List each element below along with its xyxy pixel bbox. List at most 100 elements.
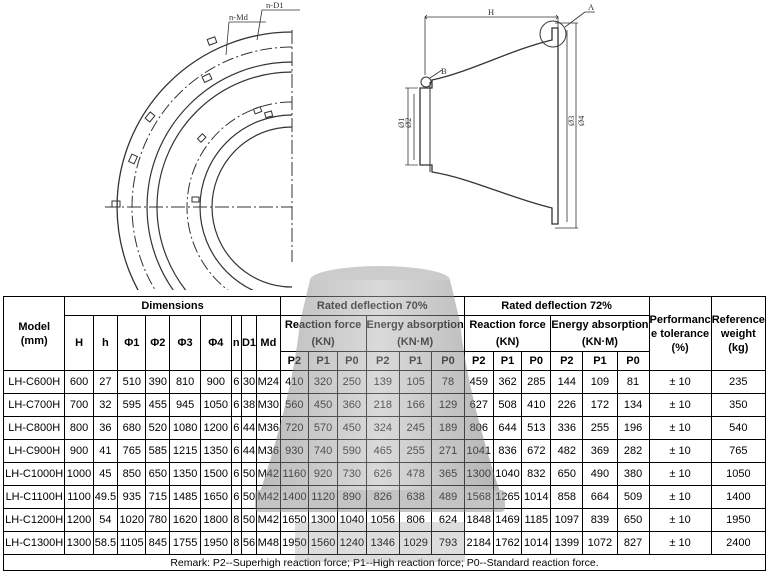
force-col-header: P0: [521, 351, 552, 371]
weight-cell: 540: [710, 416, 766, 440]
performance-tolerance-header: Performanc e tolerance (%): [648, 296, 712, 371]
model-cell: LH-C900H: [2, 439, 66, 463]
cell: 144: [550, 370, 584, 394]
cell: 1800: [199, 508, 232, 532]
model-header: Model (mm): [2, 296, 66, 371]
cell: 490: [582, 462, 618, 486]
cell: 54: [92, 508, 119, 532]
cell: 1050: [199, 393, 232, 417]
cell: 1350: [169, 462, 201, 486]
label-phi2: Ø2: [403, 118, 413, 128]
cell: 650: [616, 508, 650, 532]
cell: 1755: [169, 531, 201, 555]
cell: 1215: [169, 439, 201, 463]
tolerance-cell: ± 10: [648, 393, 712, 417]
model-cell: LH-C700H: [2, 393, 66, 417]
weight-cell: 765: [710, 439, 766, 463]
cell: 1072: [582, 531, 618, 555]
cell: 6: [230, 370, 242, 394]
cell: 482: [550, 439, 584, 463]
label-b: B: [441, 66, 447, 76]
model-cell: LH-C1000H: [2, 462, 66, 486]
cell: 41: [92, 439, 119, 463]
cell: 780: [145, 508, 171, 532]
weight-cell: 235: [710, 370, 766, 394]
cell: 1029: [398, 531, 433, 555]
cell: 900: [64, 439, 94, 463]
cell: 30: [240, 370, 258, 394]
cell: 1950: [199, 531, 232, 555]
dim-col-header: Φ4: [199, 315, 232, 371]
cell: 650: [145, 462, 171, 486]
energy-absorption-72-unit: (KN·M): [550, 333, 650, 352]
label-n-d1: n-D1: [266, 0, 283, 10]
force-col-header: P1: [582, 351, 618, 371]
cell: 1350: [199, 439, 232, 463]
model-cell: LH-C800H: [2, 416, 66, 440]
cell: 700: [64, 393, 94, 417]
cell: 255: [582, 416, 618, 440]
dim-col-header: Φ2: [145, 315, 171, 371]
cell: 6: [230, 439, 242, 463]
dim-col-header: n: [230, 315, 242, 371]
cell: 49.5: [92, 485, 119, 509]
model-cell: LH-C1300H: [2, 531, 66, 555]
cell: 1300: [64, 531, 94, 555]
cell: 336: [550, 416, 584, 440]
cell: 1185: [521, 508, 552, 532]
cell: 595: [117, 393, 147, 417]
cell: 1650: [199, 485, 232, 509]
model-cell: LH-C600H: [2, 370, 66, 394]
dim-col-header: Φ1: [117, 315, 147, 371]
cell: 1040: [492, 462, 523, 486]
cell: 58.5: [92, 531, 119, 555]
cell: 2184: [463, 531, 494, 555]
tolerance-cell: ± 10: [648, 416, 712, 440]
cell: 644: [492, 416, 523, 440]
dim-col-header: h: [92, 315, 119, 371]
cell: 1014: [521, 531, 552, 555]
cell: 455: [145, 393, 171, 417]
cell: 1097: [550, 508, 584, 532]
cell: 172: [582, 393, 618, 417]
cell: 850: [117, 462, 147, 486]
dim-col-header: Φ3: [169, 315, 201, 371]
cell: 520: [145, 416, 171, 440]
label-phi3: Ø3: [566, 116, 576, 126]
cell: 1014: [521, 485, 552, 509]
cell: 50: [240, 508, 258, 532]
cell: 32: [92, 393, 119, 417]
cell: 765: [117, 439, 147, 463]
technical-drawing: n-D1 n-Md H A B Ø1 Ø2 Ø3 Ø4: [105, 0, 595, 290]
cell: 285: [521, 370, 552, 394]
cell: 6: [230, 416, 242, 440]
force-col-header: P2: [550, 351, 584, 371]
weight-cell: 2400: [710, 531, 766, 555]
cell: 1620: [169, 508, 201, 532]
cell: 8: [230, 531, 242, 555]
cell: 6: [230, 393, 242, 417]
cell: 8: [230, 508, 242, 532]
tolerance-cell: ± 10: [648, 439, 712, 463]
dim-col-header: H: [64, 315, 94, 371]
cell: 858: [550, 485, 584, 509]
cell: 1080: [169, 416, 201, 440]
cell: 1200: [64, 508, 94, 532]
cell: 45: [92, 462, 119, 486]
cell: 380: [616, 462, 650, 486]
tolerance-cell: ± 10: [648, 531, 712, 555]
weight-cell: 1400: [710, 485, 766, 509]
model-cell: LH-C1200H: [2, 508, 66, 532]
cell: 510: [117, 370, 147, 394]
cell: 680: [117, 416, 147, 440]
cell: 1100: [64, 485, 94, 509]
label-h: H: [488, 7, 494, 17]
cell: 196: [616, 416, 650, 440]
cone-side-view: [405, 11, 595, 229]
reaction-force-72-label: Reaction force: [463, 315, 552, 334]
flange-front-view: [105, 9, 300, 290]
cell: 282: [616, 439, 650, 463]
cell: 600: [64, 370, 94, 394]
cell: M36: [256, 416, 281, 440]
cell: 6: [230, 462, 242, 486]
